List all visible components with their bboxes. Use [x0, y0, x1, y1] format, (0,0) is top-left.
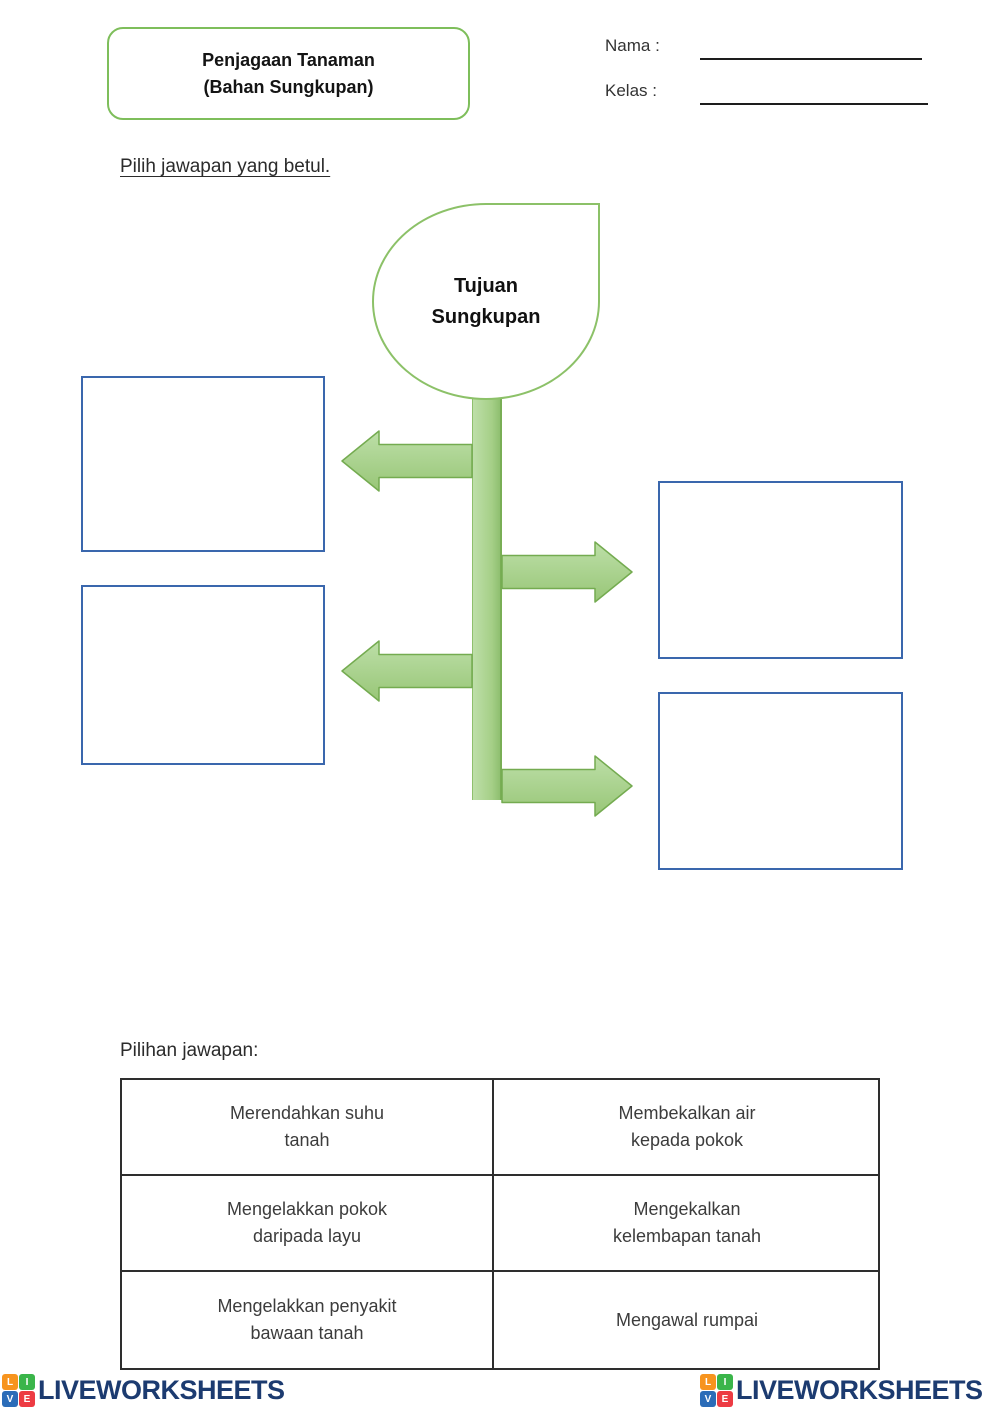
logo-letter-l: L [700, 1374, 716, 1390]
liveworksheets-logo-icon: L I V E [700, 1374, 733, 1407]
diagram-center-label: Tujuan Sungkupan [431, 274, 541, 328]
logo-letter-v: V [700, 1391, 716, 1407]
logo-letter-e: E [717, 1391, 733, 1407]
teardrop-shape: Tujuan Sungkupan [372, 203, 600, 400]
worksheet-title: Penjagaan Tanaman (Bahan Sungkupan) [202, 50, 375, 97]
diagram-stem [472, 399, 502, 800]
liveworksheets-logo-icon: L I V E [2, 1374, 35, 1407]
worksheet-title-box: Penjagaan Tanaman (Bahan Sungkupan) [107, 27, 470, 120]
class-input-line[interactable] [700, 103, 928, 105]
instruction-text: Pilih jawapan yang betul. [120, 156, 331, 177]
name-label: Nama : [605, 36, 660, 55]
option-cell[interactable]: Mengelakkan pokok daripada layu [122, 1176, 494, 1272]
logo-letter-i: I [19, 1374, 35, 1390]
arrow-left-icon [341, 640, 473, 702]
liveworksheets-logo[interactable]: L I V E LIVEWORKSHEETS [2, 1374, 285, 1407]
arrow-right-icon [501, 755, 633, 817]
options-table: Merendahkan suhu tanah Membekalkan air k… [120, 1078, 880, 1370]
option-cell[interactable]: Mengekalkan kelembapan tanah [494, 1176, 880, 1272]
option-cell[interactable]: Mengelakkan penyakit bawaan tanah [122, 1272, 494, 1368]
arrow-left-icon [341, 430, 473, 492]
option-cell[interactable]: Merendahkan suhu tanah [122, 1080, 494, 1176]
class-label: Kelas : [605, 81, 657, 100]
logo-letter-i: I [717, 1374, 733, 1390]
name-input-line[interactable] [700, 58, 922, 60]
arrow-right-icon [501, 541, 633, 603]
logo-letter-e: E [19, 1391, 35, 1407]
answer-box-3[interactable] [658, 481, 903, 659]
options-label: Pilihan jawapan: [120, 1040, 259, 1061]
answer-box-1[interactable] [81, 376, 325, 552]
brand-wordmark: LIVEWORKSHEETS [736, 1375, 983, 1405]
answer-box-2[interactable] [81, 585, 325, 765]
option-cell[interactable]: Membekalkan air kepada pokok [494, 1080, 880, 1176]
option-cell[interactable]: Mengawal rumpai [615, 1309, 759, 1330]
liveworksheets-logo[interactable]: L I V E LIVEWORKSHEETS [700, 1374, 983, 1407]
brand-wordmark: LIVEWORKSHEETS [38, 1375, 285, 1405]
logo-letter-v: V [2, 1391, 18, 1407]
answer-box-4[interactable] [658, 692, 903, 870]
logo-letter-l: L [2, 1374, 18, 1390]
